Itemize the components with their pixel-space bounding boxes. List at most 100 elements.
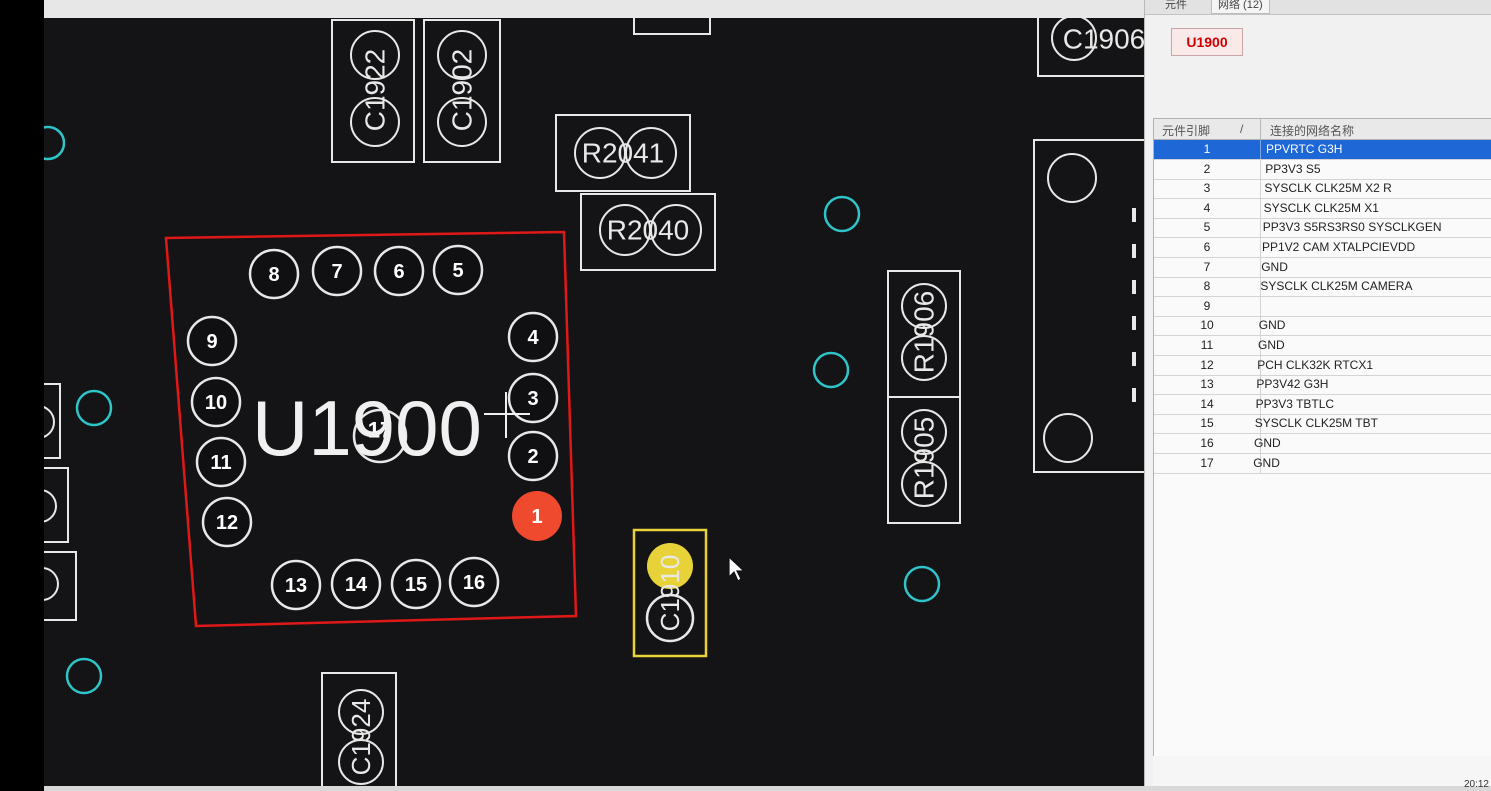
pin-cell: 11 <box>1154 336 1261 355</box>
via-group <box>44 125 941 695</box>
component-u1900[interactable]: 8 7 6 5 4 3 2 9 10 11 12 13 14 15 16 17 … <box>164 230 578 628</box>
pin-cell: 14 <box>1154 394 1261 414</box>
pad[interactable]: 2 <box>507 430 559 482</box>
component-label: C1910 <box>655 555 685 632</box>
pad-center[interactable]: 17 <box>352 408 408 464</box>
board-view[interactable]: C1922 C1902 C1906 R2041 <box>44 18 1144 788</box>
pin-cell: 7 <box>1154 257 1261 277</box>
clock-text: 20:12 <box>1463 779 1489 790</box>
pin-cell: 13 <box>1154 375 1261 395</box>
pin-cell: 17 <box>1154 453 1261 473</box>
component-c1910[interactable]: C1910 <box>632 528 708 658</box>
pin-cell: 8 <box>1154 277 1261 297</box>
pad[interactable]: 3 <box>507 372 559 424</box>
component-label: C1906 <box>1063 24 1144 55</box>
pin-cell: 9 <box>1154 296 1261 316</box>
board-svg[interactable]: C1922 C1902 C1906 R2041 <box>44 18 1144 788</box>
column-divider[interactable] <box>1260 119 1261 139</box>
via <box>903 565 941 603</box>
component-r2040[interactable]: R2040 <box>580 193 716 271</box>
component-c1902[interactable]: C1902 <box>423 19 501 163</box>
tab-component[interactable]: 元件 <box>1165 0 1187 11</box>
component-label: R2040 <box>607 215 690 246</box>
pad[interactable]: 10 <box>190 376 242 428</box>
partial-component-outline <box>633 18 711 35</box>
component-name-field[interactable]: U1900 <box>1171 28 1243 56</box>
pad[interactable]: 15 <box>390 558 442 610</box>
pad[interactable]: 11 <box>195 436 247 488</box>
column-header-net[interactable]: 连接的网络名称 <box>1270 124 1355 138</box>
net-cell: GND <box>1261 259 1288 274</box>
pad[interactable]: 9 <box>186 315 238 367</box>
net-cell: SYSCLK CLK25M X2 R <box>1264 181 1392 196</box>
panel-footer <box>1153 756 1491 786</box>
pad[interactable]: 4 <box>507 311 559 363</box>
pad-selected[interactable]: 1 <box>512 491 562 541</box>
pad[interactable]: 14 <box>330 558 382 610</box>
svg-text:2: 2 <box>527 446 538 468</box>
pad[interactable]: 6 <box>373 245 425 297</box>
net-cell: PP3V42 G3H <box>1256 377 1329 392</box>
net-cell: PP3V3 TBTLC <box>1255 396 1335 411</box>
svg-text:14: 14 <box>345 574 368 596</box>
pin-cell: 2 <box>1154 159 1261 179</box>
net-cell: GND <box>1258 318 1286 333</box>
pad[interactable]: 16 <box>448 556 500 608</box>
selected-outline <box>164 230 578 628</box>
svg-text:8: 8 <box>268 264 279 286</box>
pad[interactable]: 5 <box>432 244 484 296</box>
via <box>812 351 850 389</box>
panel-tabs: 元件 网络 (12) <box>1145 0 1491 15</box>
column-header-pin[interactable]: 元件引脚 <box>1162 124 1211 138</box>
component-r2041[interactable]: R2041 <box>555 114 691 192</box>
svg-text:11: 11 <box>210 452 231 474</box>
component-main-label: U1900 <box>252 384 482 472</box>
net-cell: PCH CLK32K RTCX1 <box>1257 357 1374 372</box>
component-c1924[interactable]: C1924 <box>321 672 397 788</box>
mouse-pointer-icon <box>728 556 746 582</box>
svg-text:5: 5 <box>452 260 463 282</box>
table-header: 元件引脚 / 连接的网络名称 <box>1154 119 1491 140</box>
pad[interactable]: 7 <box>311 245 363 297</box>
svg-text:13: 13 <box>285 575 307 597</box>
net-cell: PP1V2 CAM XTALPCIEVDD <box>1262 240 1416 254</box>
partial-components-left <box>44 383 77 621</box>
toolbar-strip <box>44 0 1144 18</box>
net-cell: PP3V3 S5RS3RS0 SYSCLKGEN <box>1262 220 1442 235</box>
taskbar: 20:12 <box>44 779 1491 791</box>
pin-cell: 15 <box>1154 414 1261 434</box>
svg-text:4: 4 <box>527 327 539 349</box>
table-row[interactable]: 9 <box>1154 296 1491 317</box>
component-c1922[interactable]: C1922 <box>331 19 415 163</box>
tab-net[interactable]: 网络 (12) <box>1211 0 1270 14</box>
net-cell: PP3V3 S5 <box>1265 161 1321 176</box>
pad[interactable]: 12 <box>201 496 253 548</box>
pin-cell: 10 <box>1154 316 1261 336</box>
pad[interactable]: 8 <box>248 248 300 300</box>
component-r1906[interactable]: R1906 <box>887 270 961 398</box>
component-c1906[interactable]: C1906 <box>1037 18 1144 77</box>
net-cell: GND <box>1254 436 1281 450</box>
pad[interactable]: 13 <box>270 559 322 611</box>
net-cell: GND <box>1258 338 1285 352</box>
partial-component-right[interactable] <box>1033 139 1144 473</box>
svg-text:10: 10 <box>205 392 227 414</box>
table-row[interactable]: 2 PP3V3 S5 <box>1154 159 1491 180</box>
component-r1905[interactable]: R1905 <box>887 396 961 524</box>
